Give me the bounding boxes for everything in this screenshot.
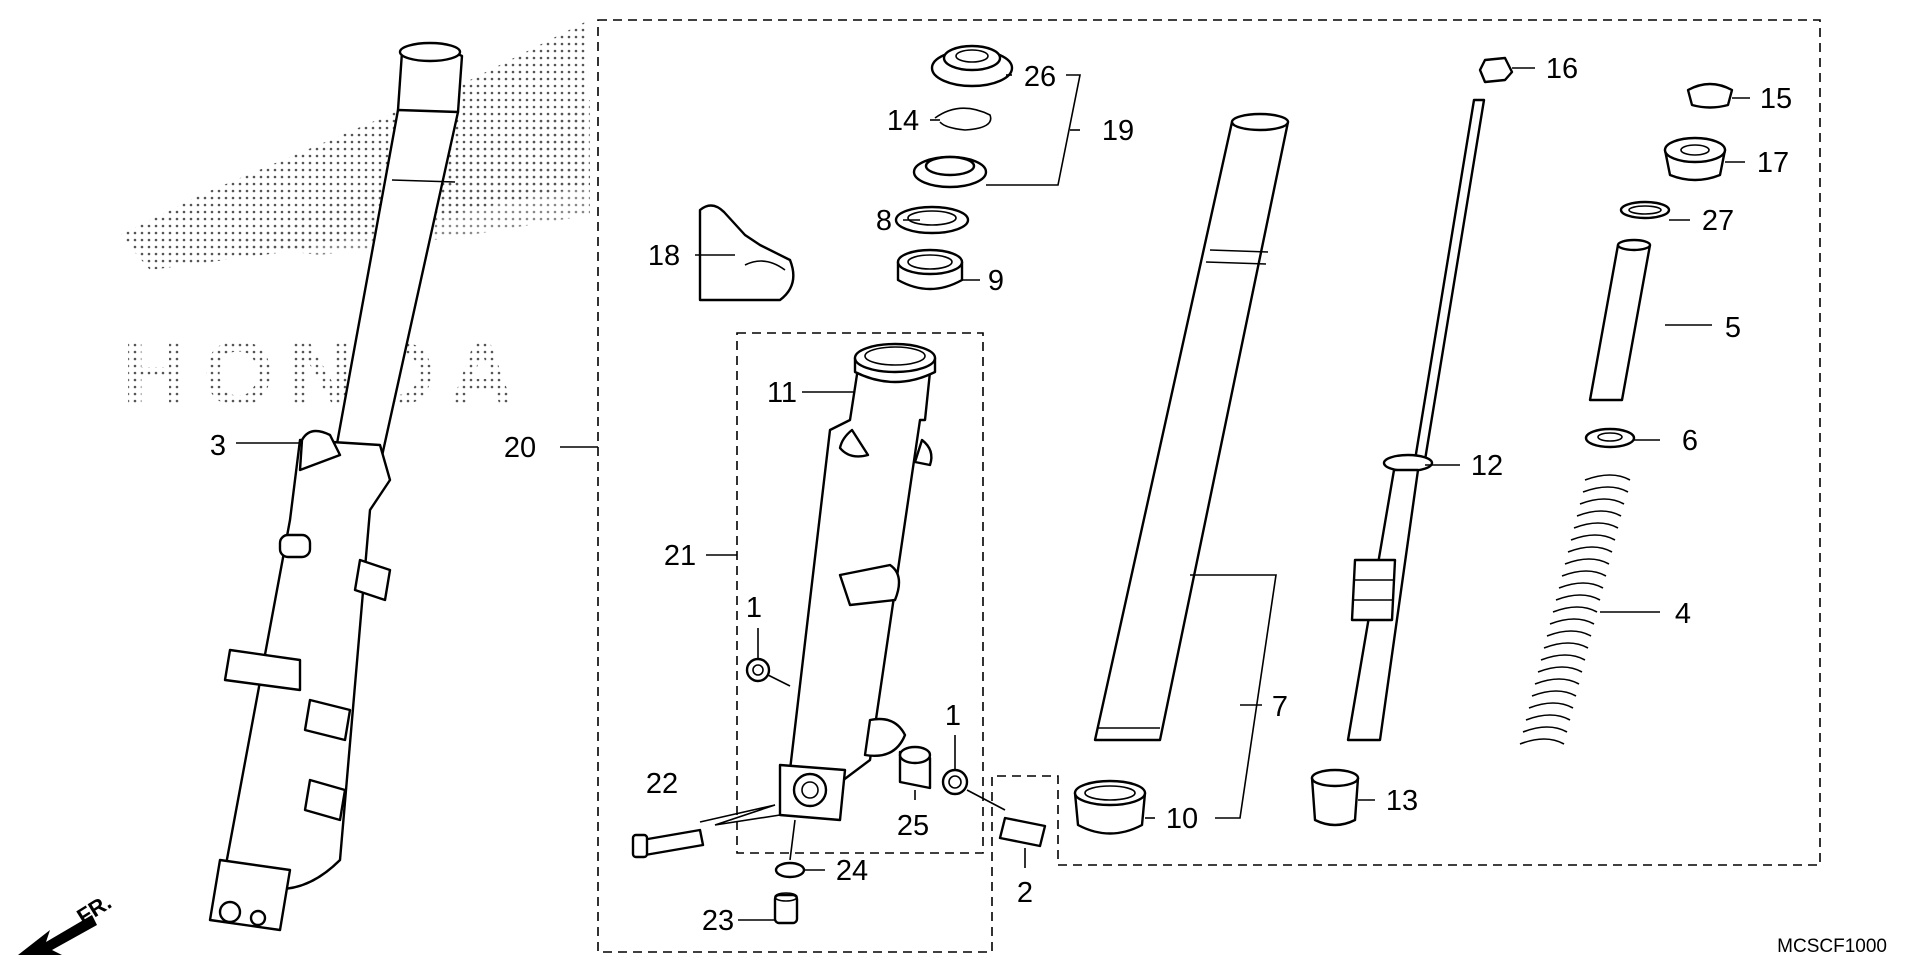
oil-lock-piece-part-13: [1310, 768, 1360, 827]
callout-12: 12: [1471, 450, 1503, 482]
callout-7: 7: [1272, 691, 1288, 723]
oil-seal-part-26: [930, 44, 1014, 88]
bottom-case-boundary-part-21: [736, 332, 984, 854]
fork-bolt-part-17: [1663, 136, 1727, 182]
washer-part-24: [774, 861, 806, 879]
front-direction-arrow-icon: FR.: [18, 889, 116, 955]
stopper-ring-part-14: [934, 107, 992, 131]
bushing-part-1-left: [745, 657, 771, 683]
callout-5: 5: [1725, 312, 1741, 344]
spring-seat-part-6: [1584, 427, 1636, 449]
callout-9: 9: [988, 265, 1004, 297]
callout-19: 19: [1102, 115, 1134, 147]
callout-20: 20: [504, 432, 536, 464]
callout-labels: 1 1 2 3 4 5 6 7 8 9 10 11 12 13 14 15 16…: [210, 53, 1792, 937]
callout-4: 4: [1675, 598, 1691, 630]
callout-16: 16: [1546, 53, 1578, 85]
callout-15: 15: [1760, 83, 1792, 115]
callout-22: 22: [646, 768, 678, 800]
fork-tube-part-7: [1093, 112, 1290, 742]
bushing-part-1-right: [941, 768, 969, 796]
bolt-part-22: [631, 828, 705, 859]
callout-8: 8: [876, 205, 892, 237]
callout-3: 3: [210, 430, 226, 462]
guide-bushing-part-10: [1073, 779, 1147, 835]
callout-17: 17: [1757, 147, 1789, 179]
callout-1-right: 1: [945, 700, 961, 732]
dust-seal-part-19: [912, 155, 988, 189]
callout-11: 11: [767, 377, 797, 409]
collar-part-25: [898, 745, 932, 790]
spacer-pipe-part-5: [1588, 238, 1652, 402]
lock-nut-part-16: [1478, 56, 1514, 84]
figure-code: MCSCF1000: [1777, 936, 1887, 957]
callout-27: 27: [1702, 205, 1734, 237]
callout-13: 13: [1386, 785, 1418, 817]
callout-18: 18: [648, 240, 680, 272]
honda-wordmark: HONDA: [122, 323, 529, 425]
oil-lock-piece-part-11: [853, 342, 937, 384]
o-ring-part-27: [1619, 200, 1671, 220]
callout-10: 10: [1166, 803, 1198, 835]
fork-assembly-part-3: [208, 41, 464, 932]
callout-24: 24: [836, 855, 868, 887]
bottom-case-part-21: [778, 366, 933, 822]
honda-wing-logo: HONDA: [120, 22, 590, 425]
callout-21: 21: [664, 540, 696, 572]
pin-part-2: [998, 816, 1047, 848]
fork-cover-part-18: [698, 204, 795, 302]
back-up-ring-part-8: [894, 205, 970, 235]
callout-26: 26: [1024, 61, 1056, 93]
callout-23: 23: [702, 905, 734, 937]
socket-bolt-part-23: [773, 892, 799, 925]
callout-25: 25: [897, 810, 929, 842]
slider-bushing-part-9: [896, 248, 964, 291]
callout-6: 6: [1682, 425, 1698, 457]
leader-lines: [236, 67, 1750, 921]
assembly-boundary-part-20: [597, 19, 1821, 953]
damper-rod-part-12: [1346, 98, 1486, 742]
callout-14: 14: [887, 105, 919, 137]
fork-spring-part-4: [1519, 474, 1631, 745]
callout-1-left: 1: [746, 592, 762, 624]
callout-2: 2: [1017, 877, 1033, 909]
cap-part-15: [1686, 82, 1734, 109]
